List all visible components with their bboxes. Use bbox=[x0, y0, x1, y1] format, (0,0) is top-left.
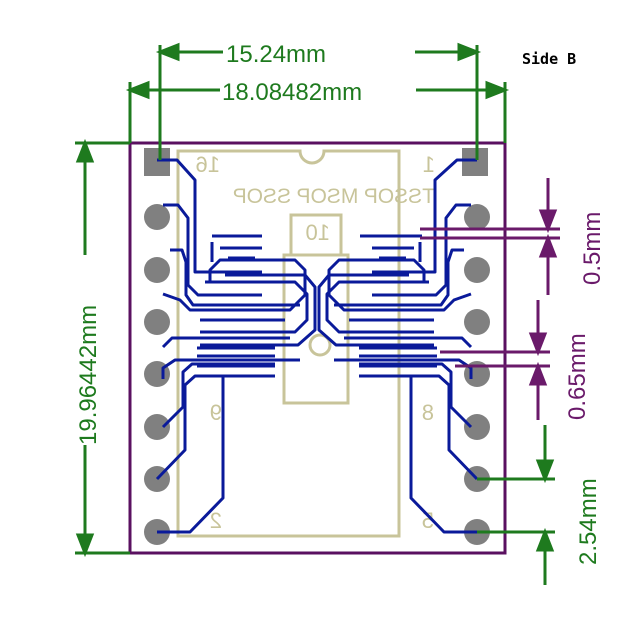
pad[interactable] bbox=[144, 204, 170, 230]
pad-square-right[interactable] bbox=[462, 148, 488, 176]
traces bbox=[155, 158, 479, 534]
pad-square-left[interactable] bbox=[144, 148, 170, 176]
pad[interactable] bbox=[144, 257, 170, 283]
pin-bl-label: 2 bbox=[210, 508, 222, 533]
package-label: TSSOP MSOP SSOP bbox=[233, 185, 435, 208]
pad[interactable] bbox=[464, 204, 490, 230]
pitch-05-dimension: 0.5mm bbox=[579, 212, 606, 285]
pin10-label: 10 bbox=[306, 220, 330, 245]
pads bbox=[144, 148, 490, 545]
pin-span-dimension: 15.24mm bbox=[226, 41, 326, 68]
purple-dim-labels: 0.5mm 0.65mm bbox=[564, 212, 606, 420]
board-outline bbox=[128, 141, 507, 555]
pad[interactable] bbox=[464, 414, 490, 440]
pad[interactable] bbox=[464, 257, 490, 283]
board-width-dimension: 18.08482mm bbox=[222, 79, 362, 106]
purple-dimensions bbox=[420, 178, 560, 420]
pitch-254-dimension: 2.54mm bbox=[575, 478, 602, 565]
silkscreen-outline bbox=[176, 149, 401, 538]
pad[interactable] bbox=[464, 309, 490, 335]
pin8-label: 8 bbox=[422, 400, 434, 425]
pin9-label: 9 bbox=[210, 400, 222, 425]
silkscreen-text: 16 1 TSSOP MSOP SSOP 10 9 8 2 5 bbox=[196, 152, 435, 533]
pad[interactable] bbox=[144, 414, 170, 440]
pad[interactable] bbox=[144, 309, 170, 335]
board-height-dimension: 19.96442mm bbox=[75, 305, 102, 445]
pitch-065-dimension: 0.65mm bbox=[564, 333, 591, 420]
green-dim-labels: 15.24mm 18.08482mm 19.96442mm 2.54mm bbox=[72, 38, 602, 565]
side-label: Side B bbox=[522, 50, 576, 68]
pin16-label: 16 bbox=[196, 152, 220, 177]
pin1-label: 1 bbox=[423, 152, 435, 177]
